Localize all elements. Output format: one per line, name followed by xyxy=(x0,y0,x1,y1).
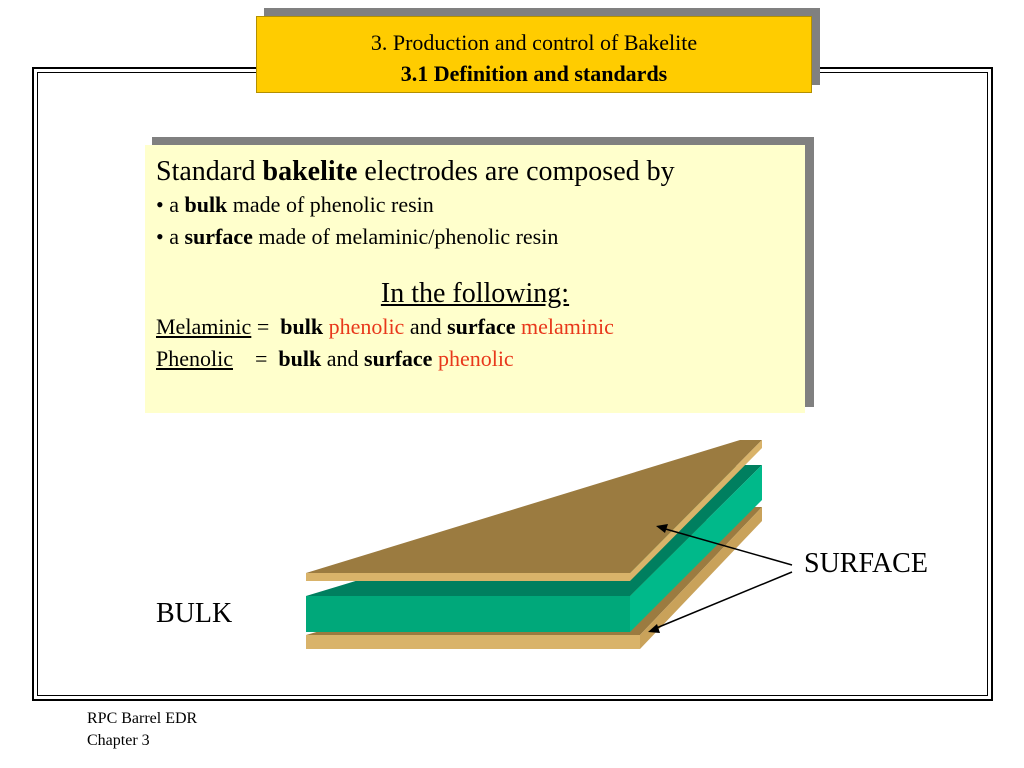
def2-bulk: bulk xyxy=(278,346,322,371)
top-surface-top xyxy=(306,440,762,573)
bottom-surface-front xyxy=(306,635,640,649)
top-surface-side xyxy=(630,440,762,581)
footer-line1: RPC Barrel EDR xyxy=(87,710,198,727)
bullet2-pre: • a xyxy=(156,224,185,249)
top-surface-front xyxy=(306,573,630,581)
bullet1-post: made of phenolic resin xyxy=(227,192,434,217)
heading-bold: bakelite xyxy=(262,156,358,187)
def1-and: and xyxy=(404,314,448,339)
surface-label: SURFACE xyxy=(804,548,928,579)
footer-line2: Chapter 3 xyxy=(87,732,150,749)
def1-surface: surface xyxy=(447,314,516,339)
bullet-bulk: • a bulk made of phenolic resin xyxy=(156,189,805,221)
definition-melaminic: Melaminic = bulk phenolic and surface me… xyxy=(156,311,805,343)
arrow-head-top xyxy=(656,524,668,533)
heading-post: electrodes are composed by xyxy=(357,156,675,187)
arrow-to-bottom-surface xyxy=(653,571,793,630)
arrow-head-bottom xyxy=(648,624,660,633)
def1-bulk-type: phenolic xyxy=(323,314,405,339)
def1-term: Melaminic xyxy=(156,314,252,339)
bullet2-post: made of melaminic/phenolic resin xyxy=(252,224,559,249)
bullet1-pre: • a xyxy=(156,192,185,217)
def1-bulk: bulk xyxy=(280,314,324,339)
bullet-surface: • a surface made of melaminic/phenolic r… xyxy=(156,221,805,253)
definition-text-box: Standard bakelite electrodes are compose… xyxy=(145,145,805,413)
bottom-surface-side xyxy=(640,507,762,649)
bulk-front xyxy=(306,596,630,632)
bullet1-bold: bulk xyxy=(184,192,228,217)
def2-and: and xyxy=(321,346,365,371)
definition-phenolic: Phenolic = bulk and surface phenolic xyxy=(156,343,805,375)
def2-surface-type: phenolic xyxy=(432,346,514,371)
following-heading: In the following: xyxy=(380,278,570,309)
composition-heading: Standard bakelite electrodes are compose… xyxy=(156,155,805,189)
heading-pre: Standard xyxy=(156,156,263,187)
footer: RPC Barrel EDR Chapter 3 xyxy=(87,708,197,752)
arrow-to-top-surface xyxy=(661,527,793,566)
bulk-side xyxy=(630,465,762,632)
bulk-label: BULK xyxy=(156,598,233,629)
title-line2: 3.1 Definition and standards xyxy=(400,61,668,86)
title-line1: 3. Production and control of Bakelite xyxy=(370,30,698,55)
def2-term: Phenolic xyxy=(156,346,233,371)
def1-eq: = xyxy=(251,314,281,339)
def2-eq: = xyxy=(233,346,279,371)
def2-surface: surface xyxy=(364,346,433,371)
bullet2-bold: surface xyxy=(184,224,253,249)
title-box: 3. Production and control of Bakelite 3.… xyxy=(256,16,812,93)
def1-surface-type: melaminic xyxy=(515,314,614,339)
